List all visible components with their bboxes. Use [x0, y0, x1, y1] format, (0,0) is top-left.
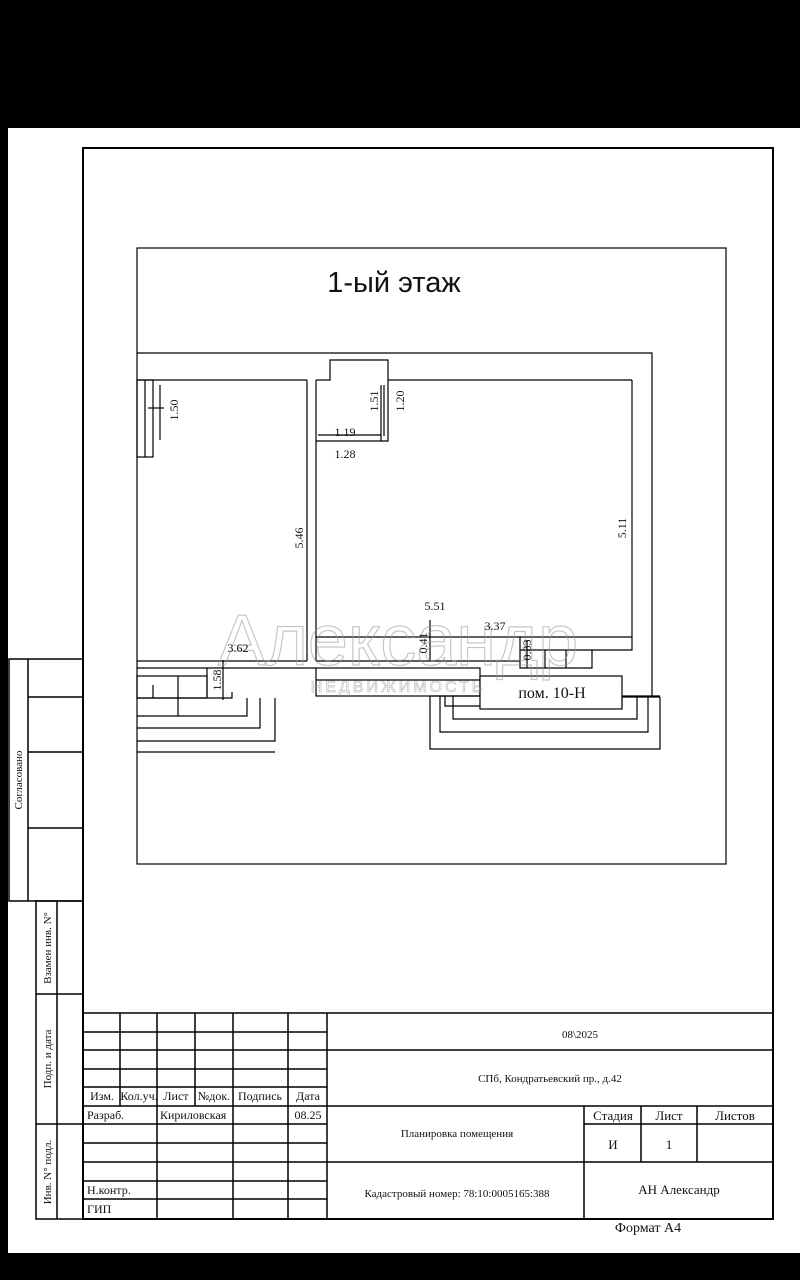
- watermark: Александр НЕДВИЖИМОСТЬ: [217, 600, 578, 696]
- date-code: 08\2025: [562, 1029, 599, 1041]
- format-label: Формат А4: [615, 1221, 681, 1236]
- dim-551: 5.51: [425, 599, 446, 613]
- title-block-grid: [83, 1012, 773, 1219]
- stage-value: И: [608, 1137, 617, 1152]
- side-replace-label: Взамен инв. N°: [42, 912, 54, 984]
- dim-150: 1.50: [167, 400, 181, 421]
- sheets-label: Листов: [715, 1108, 755, 1123]
- steps-left-4: [137, 698, 276, 742]
- drawing-frame: [136, 247, 727, 865]
- dim-362: 3.62: [228, 641, 249, 655]
- doc-name: Планировка помещения: [401, 1128, 513, 1140]
- cadastral-number: Кадастровый номер: 78:10:0005165:388: [364, 1188, 550, 1200]
- dim-128: 1.28: [335, 447, 356, 461]
- dim-158: 1.58: [210, 670, 224, 691]
- dim-033: 0.33: [520, 640, 534, 661]
- building-outline: [137, 352, 653, 697]
- gip-label: ГИП: [87, 1202, 112, 1216]
- side-stamp: [8, 658, 84, 1220]
- hdr-list: Лист: [163, 1089, 189, 1103]
- floor-plan: [136, 352, 661, 753]
- dim-120: 1.20: [393, 391, 407, 412]
- stage-label: Стадия: [593, 1108, 633, 1123]
- hdr-data: Дата: [296, 1089, 321, 1103]
- watermark-sub: НЕДВИЖИМОСТЬ: [311, 679, 486, 696]
- norm-control-label: Н.контр.: [87, 1183, 131, 1197]
- steps-left-3: [137, 698, 261, 729]
- side-signdate-label: Подп. и дата: [42, 1030, 54, 1089]
- right-bottom-wall: [519, 637, 633, 669]
- steps-left-2: [137, 698, 248, 717]
- porch-slab-left: [136, 675, 208, 699]
- hdr-izm: Изм.: [90, 1089, 114, 1103]
- vestibule-outline: [316, 359, 389, 442]
- sheet-value: 1: [666, 1137, 673, 1152]
- paper: [8, 128, 800, 1253]
- steps-right-4: [429, 696, 661, 750]
- dev-date: 08.25: [295, 1108, 322, 1122]
- room-label-box: [479, 675, 623, 710]
- hdr-koluch: Кол.уч.: [120, 1089, 157, 1103]
- side-inv-box: [35, 900, 84, 1220]
- dim-119: 1.19: [335, 425, 356, 439]
- company-name: АН Александр: [638, 1182, 719, 1197]
- side-agreed-label: Согласовано: [13, 750, 25, 809]
- floor-title: 1-ый этаж: [327, 267, 461, 299]
- steps-right-3: [439, 696, 649, 733]
- room-label: пом. 10-Н: [518, 685, 586, 702]
- steps-right-2: [452, 696, 638, 720]
- dim-546: 5.46: [292, 528, 306, 549]
- dim-337: 3.37: [485, 619, 506, 633]
- sheet-label: Лист: [655, 1108, 683, 1123]
- dim-041: 0.41: [416, 633, 430, 654]
- developed-label: Разраб.: [87, 1108, 124, 1122]
- hdr-podpis: Подпись: [238, 1089, 283, 1103]
- watermark-main: Александр: [218, 601, 578, 681]
- dim-511: 5.11: [615, 518, 629, 539]
- address: СПб, Кондратьевский пр., д.42: [478, 1073, 622, 1085]
- dim-151: 1.51: [367, 391, 381, 412]
- hdr-ndoc: №док.: [198, 1089, 230, 1103]
- side-invorig-label: Инв. N° подл.: [42, 1139, 54, 1204]
- developer-name: Кириловская: [160, 1108, 227, 1122]
